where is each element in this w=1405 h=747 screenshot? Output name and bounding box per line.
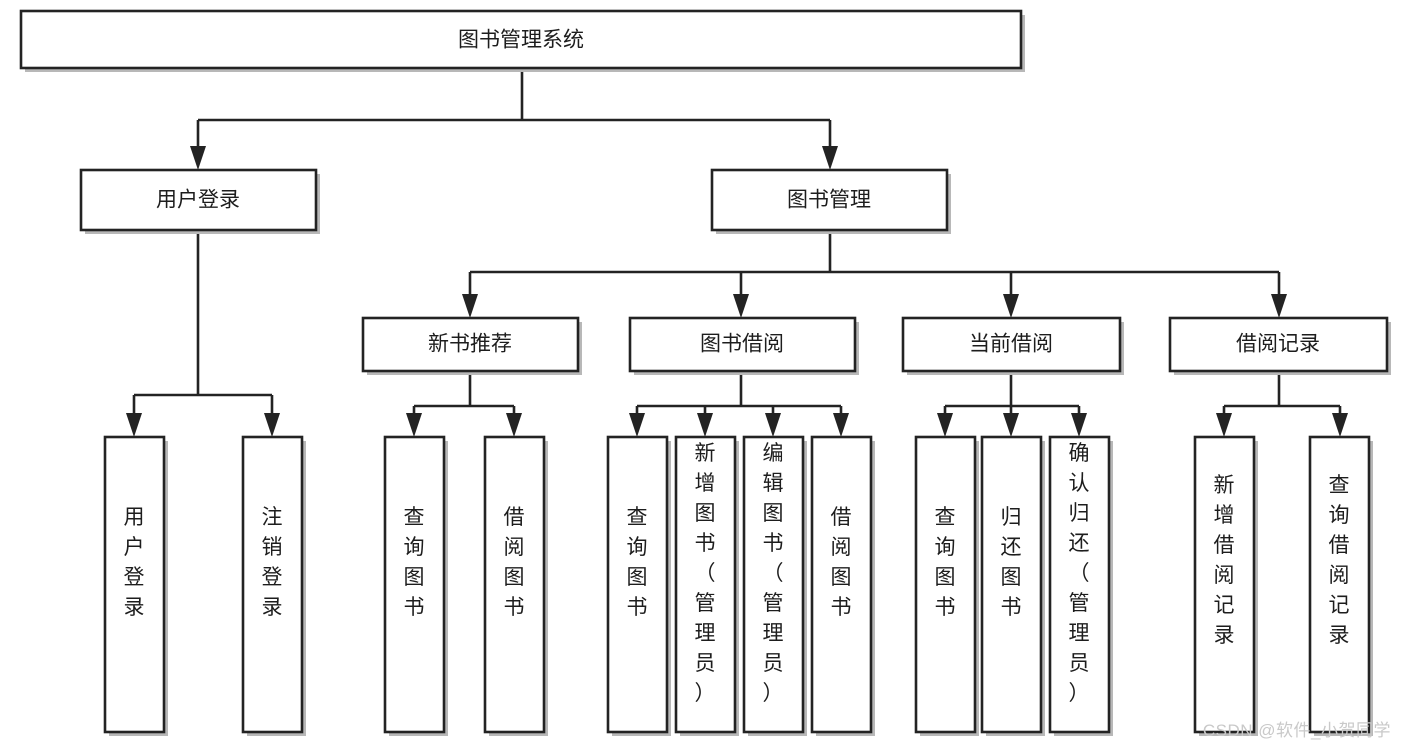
arrowhead-leaf-borrow-book-1 (506, 413, 522, 437)
leaf-add-book-box (674, 435, 737, 734)
node-current-borrow-box (901, 316, 1122, 373)
leaf-edit-book[interactable]: 编辑图书（管理员） (742, 435, 807, 736)
leaf-query-book-2[interactable]: 查询图书 (606, 435, 671, 736)
leaf-query-book-3-label: 查询图书 (935, 506, 956, 619)
arrowhead-leaf-confirm-return (1071, 413, 1087, 437)
leaf-edit-book-box (742, 435, 805, 734)
node-user-login-label: 用户登录 (156, 189, 240, 212)
node-book-manage-box (710, 168, 949, 232)
arrowhead-leaf-query-book-2 (629, 413, 645, 437)
node-borrow-record-box (1168, 316, 1389, 373)
leaf-borrow-book-2-label: 借阅图书 (831, 506, 852, 619)
leaf-add-record-label: 新增借阅记录 (1214, 474, 1235, 647)
arrowhead-leaf-borrow-book-2 (833, 413, 849, 437)
leaf-add-book-label: 新增图书（管理员） (695, 442, 716, 705)
arrowhead-leaf-edit-book (765, 413, 781, 437)
leaf-confirm-return-label: 确认归还（管理员） (1069, 442, 1090, 705)
arrowhead-book-borrow (733, 294, 749, 318)
leaf-borrow-book-1[interactable]: 借阅图书 (483, 435, 548, 736)
node-book-manage-label: 图书管理 (787, 189, 871, 212)
leaf-user-login-box (103, 435, 166, 734)
leaf-borrow-book-1-box (483, 435, 546, 734)
leaf-query-book-3[interactable]: 查询图书 (914, 435, 979, 736)
arrowhead-leaf-add-book (697, 413, 713, 437)
arrowhead-book-manage (822, 146, 838, 170)
leaf-logout-login-label: 注销登录 (262, 506, 283, 619)
edges-layer (126, 70, 1348, 437)
node-new-book-recommend-box (361, 316, 580, 373)
leaf-logout-login-box (241, 435, 304, 734)
leaf-add-record-box (1193, 435, 1256, 734)
leaf-query-book-2-label: 查询图书 (627, 506, 648, 619)
leaf-return-book-label: 归还图书 (1001, 506, 1022, 619)
leaf-user-login-label: 用户登录 (124, 506, 145, 619)
leaf-borrow-book-1-label: 借阅图书 (504, 506, 525, 619)
leaf-query-book-2-box (606, 435, 669, 734)
node-user-login-box (79, 168, 318, 232)
leaf-query-book-3-box (914, 435, 977, 734)
node-borrow-record-label: 借阅记录 (1236, 333, 1320, 356)
leaf-query-record-box (1308, 435, 1371, 734)
node-book-manage[interactable]: 图书管理 (710, 168, 951, 234)
arrowhead-leaf-query-record (1332, 413, 1348, 437)
leaf-return-book-box (980, 435, 1043, 734)
node-user-login[interactable]: 用户登录 (79, 168, 320, 234)
leaf-query-book-1[interactable]: 查询图书 (383, 435, 448, 736)
node-new-book-recommend-label: 新书推荐 (428, 333, 512, 356)
node-book-borrow[interactable]: 图书借阅 (628, 316, 859, 375)
leaf-logout-login[interactable]: 注销登录 (241, 435, 306, 736)
leaf-query-record[interactable]: 查询借阅记录 (1308, 435, 1373, 736)
leaf-user-login[interactable]: 用户登录 (103, 435, 168, 736)
leaf-query-book-1-box (383, 435, 446, 734)
leaf-confirm-return[interactable]: 确认归还（管理员） (1048, 435, 1113, 736)
node-book-borrow-box (628, 316, 857, 373)
leaf-borrow-book-2-box (810, 435, 873, 734)
leaf-add-book[interactable]: 新增图书（管理员） (674, 435, 739, 736)
arrowhead-leaf-query-book-3 (937, 413, 953, 437)
arrowhead-borrow-record (1271, 294, 1287, 318)
leaf-return-book[interactable]: 归还图书 (980, 435, 1045, 736)
node-current-borrow-label: 当前借阅 (969, 333, 1053, 356)
leaf-query-record-label: 查询借阅记录 (1329, 474, 1350, 647)
leaf-edit-book-label: 编辑图书（管理员） (763, 442, 784, 705)
leaf-query-book-1-label: 查询图书 (404, 506, 425, 619)
leaf-borrow-book-2[interactable]: 借阅图书 (810, 435, 875, 736)
leaf-add-record[interactable]: 新增借阅记录 (1193, 435, 1258, 736)
node-root[interactable]: 图书管理系统 (19, 9, 1025, 72)
node-book-borrow-label: 图书借阅 (700, 333, 784, 356)
arrowhead-leaf-logout-login (264, 413, 280, 437)
node-root-label: 图书管理系统 (458, 29, 584, 52)
arrowhead-new-book-recommend (462, 294, 478, 318)
arrowhead-leaf-return-book (1003, 413, 1019, 437)
node-borrow-record[interactable]: 借阅记录 (1168, 316, 1391, 375)
node-current-borrow[interactable]: 当前借阅 (901, 316, 1124, 375)
arrowhead-current-borrow (1003, 294, 1019, 318)
node-new-book-recommend[interactable]: 新书推荐 (361, 316, 582, 375)
leaf-confirm-return-box (1048, 435, 1111, 734)
arrowhead-leaf-add-record (1216, 413, 1232, 437)
arrowhead-leaf-user-login (126, 413, 142, 437)
arrowhead-leaf-query-book-1 (406, 413, 422, 437)
node-root-box (19, 9, 1023, 70)
arrowhead-user-login (190, 146, 206, 170)
